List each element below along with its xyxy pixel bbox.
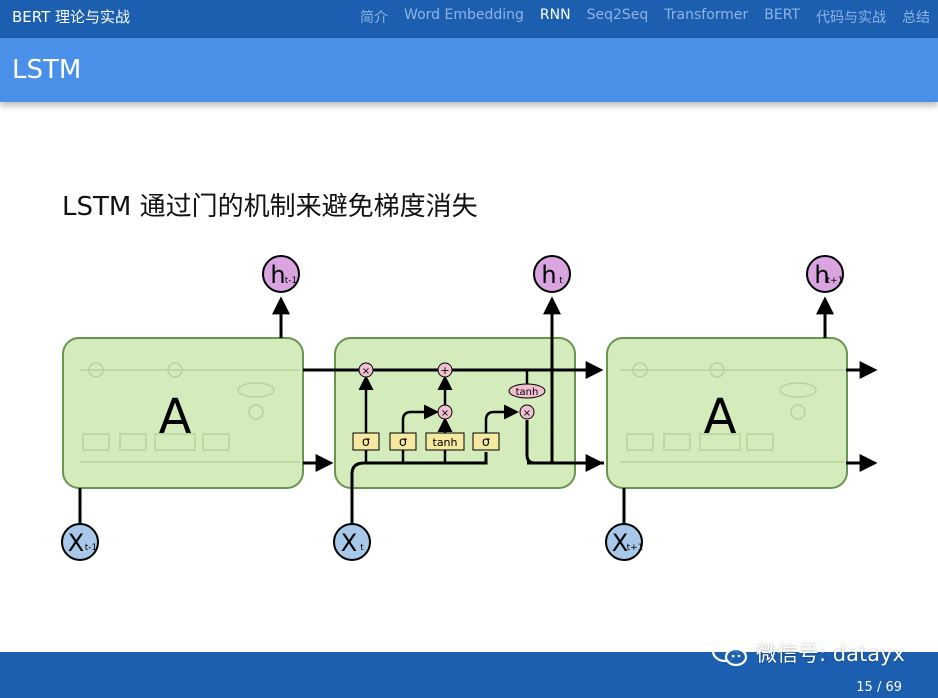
- op-times-1: ×: [362, 366, 370, 377]
- svg-text:h: h: [814, 261, 829, 289]
- svg-text:X: X: [612, 529, 628, 557]
- gate-forget: σ: [362, 435, 370, 450]
- gate-output: σ: [482, 435, 490, 450]
- nav-item-summary[interactable]: 总结: [902, 10, 930, 26]
- svg-text:t+1: t+1: [827, 276, 844, 286]
- output-h-next: h t+1: [806, 255, 844, 293]
- frame-title-bar: LSTM: [0, 38, 938, 102]
- svg-text:X: X: [341, 529, 357, 557]
- wechat-watermark: 微信号: datayx: [710, 638, 905, 668]
- op-tanh: tanh: [516, 387, 539, 398]
- nav-item-bert[interactable]: BERT: [764, 7, 800, 23]
- svg-text:t-1: t-1: [285, 276, 298, 286]
- lstm-cell-previous: A: [62, 337, 304, 489]
- page-counter: 15 / 69: [856, 680, 902, 695]
- section-nav: 简介 Word Embedding RNN Seq2Seq Transforme…: [360, 7, 930, 27]
- top-navigation-bar: BERT 理论与实战 简介 Word Embedding RNN Seq2Seq…: [0, 0, 938, 38]
- svg-text:X: X: [68, 529, 84, 557]
- op-plus: +: [440, 364, 449, 377]
- slide-heading: LSTM 通过门的机制来避免梯度消失: [62, 192, 478, 222]
- gate-tanh: tanh: [433, 436, 458, 449]
- nav-item-transformer[interactable]: Transformer: [664, 7, 749, 23]
- svg-text:h: h: [541, 261, 556, 289]
- output-h-current: h t: [533, 255, 571, 293]
- output-h-prev: h t-1: [262, 255, 300, 293]
- wechat-icon: [711, 639, 748, 667]
- footer-bar: [0, 652, 938, 698]
- svg-text:t+1: t+1: [627, 543, 644, 553]
- watermark-text: 微信号: datayx: [756, 642, 905, 666]
- svg-text:t: t: [360, 543, 364, 553]
- input-x-next: X t+1: [605, 523, 644, 561]
- input-x-prev: X t-1: [61, 523, 99, 561]
- cell-label-left: A: [159, 389, 192, 445]
- nav-item-code-practice[interactable]: 代码与实战: [816, 10, 886, 26]
- svg-text:t: t: [559, 276, 563, 286]
- frame-title: LSTM: [12, 55, 82, 85]
- cell-label-right: A: [704, 389, 737, 445]
- nav-item-seq2seq[interactable]: Seq2Seq: [586, 7, 649, 23]
- input-x-current: X t: [333, 523, 371, 561]
- op-times-2: ×: [441, 408, 449, 419]
- nav-item-word-embedding[interactable]: Word Embedding: [404, 7, 524, 23]
- nav-item-rnn[interactable]: RNN: [539, 7, 571, 23]
- lstm-diagram: A × + × × tanh: [0, 248, 938, 578]
- svg-text:t-1: t-1: [85, 543, 98, 553]
- nav-item-intro[interactable]: 简介: [360, 10, 389, 26]
- svg-text:h: h: [270, 261, 285, 289]
- lstm-cell-next: A: [606, 337, 848, 489]
- presentation-title[interactable]: BERT 理论与实战: [12, 8, 131, 26]
- gate-input: σ: [399, 435, 407, 450]
- op-times-3: ×: [523, 408, 531, 419]
- lstm-cell-current: × + × × tanh σ σ tanh σ: [303, 296, 604, 525]
